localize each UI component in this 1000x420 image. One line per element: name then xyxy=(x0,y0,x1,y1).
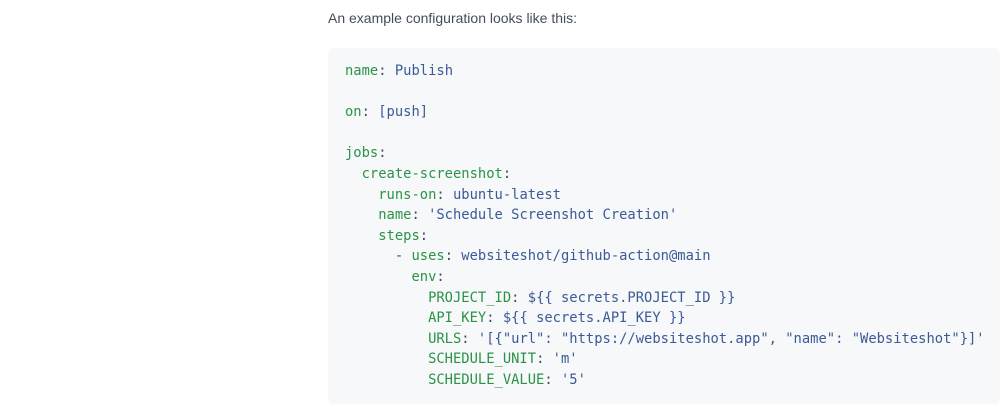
code-line xyxy=(345,82,983,103)
code-token-pun: : xyxy=(511,289,520,306)
code-token-val: ${{ secrets.PROJECT_ID }} xyxy=(519,289,736,306)
code-token-pun: : xyxy=(361,104,370,121)
code-token-key: runs-on xyxy=(345,186,437,203)
code-token-key: on xyxy=(345,104,362,121)
code-token-key: jobs xyxy=(345,145,379,162)
code-token-pun: : xyxy=(436,268,445,285)
code-token-key: URLS xyxy=(345,330,462,347)
code-token-val: websiteshot/github-action@main xyxy=(453,248,711,265)
code-token-val: ubuntu-latest xyxy=(444,186,561,203)
code-token-pun: : xyxy=(486,310,495,327)
code-token-val: ${{ secrets.API_KEY }} xyxy=(494,310,686,327)
code-token-key: uses xyxy=(411,248,445,265)
code-token-key: API_KEY xyxy=(345,310,487,327)
code-line: runs-on: ubuntu-latest xyxy=(345,185,983,206)
code-line: - uses: websiteshot/github-action@main xyxy=(345,246,983,267)
code-line: env: xyxy=(345,267,983,288)
code-token-pun: : xyxy=(544,371,553,388)
code-line: name: 'Schedule Screenshot Creation' xyxy=(345,205,983,226)
code-token-key: name xyxy=(345,63,379,79)
code-token-key: create-screenshot xyxy=(345,165,503,182)
code-line: PROJECT_ID: ${{ secrets.PROJECT_ID }} xyxy=(345,288,983,309)
code-line: API_KEY: ${{ secrets.API_KEY }} xyxy=(345,308,983,329)
code-token-val: 'Schedule Screenshot Creation' xyxy=(419,207,678,224)
code-token-pun: : xyxy=(411,207,420,224)
code-line: SCHEDULE_VALUE: '5' xyxy=(345,370,983,391)
content-area: An example configuration looks like this… xyxy=(328,0,1000,404)
code-token-pun: : xyxy=(444,248,453,265)
code-block[interactable]: name: Publish on: [push] jobs: create-sc… xyxy=(328,48,1000,404)
code-line: URLS: '[{"url": "https://websiteshot.app… xyxy=(345,329,985,350)
code-token-key: SCHEDULE_VALUE xyxy=(345,371,545,388)
code-line: create-screenshot: xyxy=(345,164,983,185)
code-token-val: Publish xyxy=(386,63,453,79)
code-line: steps: xyxy=(345,226,983,247)
code-token-pun: : xyxy=(461,330,470,347)
yaml-code: name: Publish on: [push] jobs: create-sc… xyxy=(345,61,985,391)
code-token-pun: : xyxy=(536,351,545,368)
yaml-pre: name: Publish on: [push] jobs: create-sc… xyxy=(345,61,985,391)
code-token-val: '[{"url": "https://websiteshot.app", "na… xyxy=(469,330,985,347)
code-token-val: 'm' xyxy=(544,351,578,368)
code-token-key: env xyxy=(345,268,437,285)
code-line: on: [push] xyxy=(345,102,983,123)
code-token-key: steps xyxy=(345,227,420,244)
code-token-val: [push] xyxy=(369,104,429,121)
code-token-key: PROJECT_ID xyxy=(345,289,512,306)
code-token-pun: : xyxy=(502,165,512,182)
code-token-key: name xyxy=(345,207,412,224)
intro-text: An example configuration looks like this… xyxy=(328,10,578,26)
code-token-pun: - xyxy=(345,248,412,265)
code-token-val: '5' xyxy=(552,371,586,388)
code-token-pun: : xyxy=(378,145,387,162)
code-token-pun: : xyxy=(419,227,429,244)
code-line: jobs: xyxy=(345,143,983,164)
code-line xyxy=(345,123,983,144)
code-token-pun: : xyxy=(436,186,445,203)
code-token-pun: : xyxy=(378,63,387,79)
code-line: SCHEDULE_UNIT: 'm' xyxy=(345,349,983,370)
code-token-key: SCHEDULE_UNIT xyxy=(345,351,537,368)
code-line: name: Publish xyxy=(345,61,983,82)
